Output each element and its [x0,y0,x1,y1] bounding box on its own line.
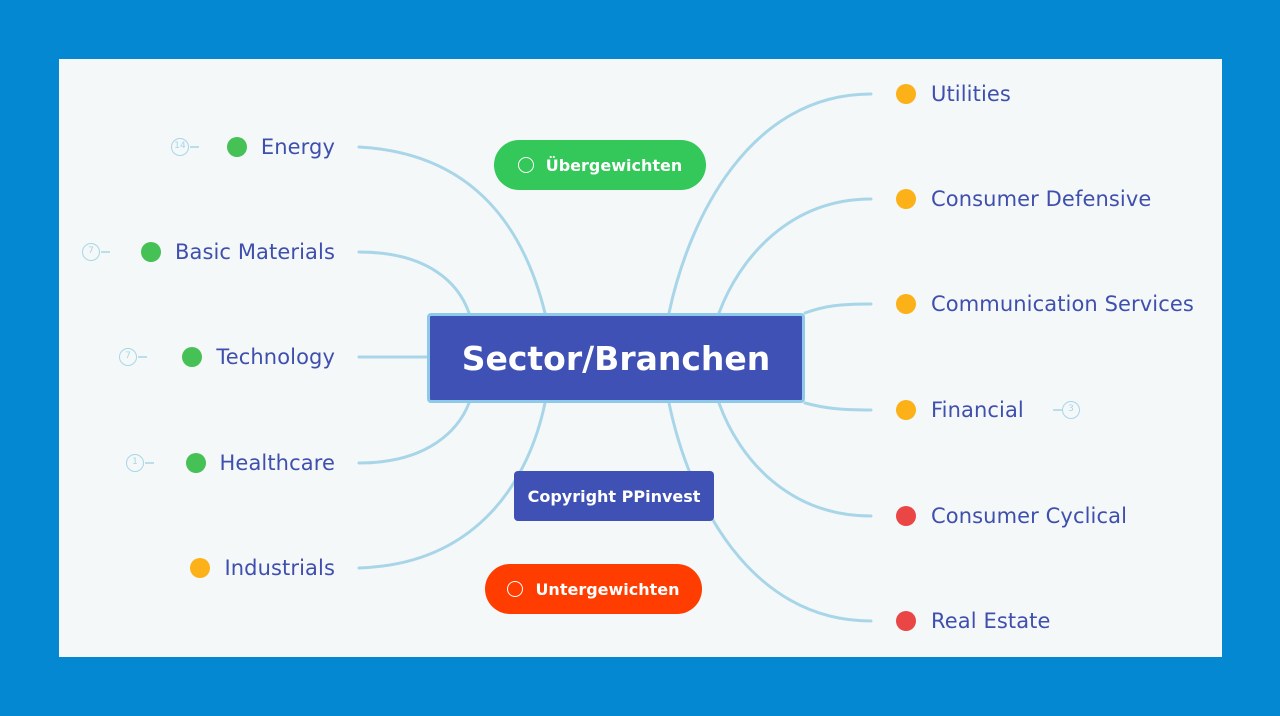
sector-node-financial[interactable]: Financial [896,395,1024,425]
count-badge[interactable]: 7 [82,243,100,261]
sector-node-communication-services[interactable]: Communication Services [896,289,1194,319]
connector-healthcare [357,401,471,465]
mindmap-canvas: Sector/Branchen Übergewichten Untergewic… [59,59,1222,657]
connector-basic-materials [357,250,471,315]
status-dot-green [185,453,206,473]
sector-label: Energy [260,135,335,159]
circle-icon [507,581,524,597]
sector-label: Basic Materials [174,240,335,264]
sector-label: Financial [931,398,1024,422]
sector-node-basic-materials[interactable]: Basic Materials [140,237,335,267]
status-dot-red [896,506,916,526]
count-badge[interactable]: 3 [1062,401,1080,419]
connector-communication-services [803,302,873,315]
overweight-label: Übergewichten [545,155,683,175]
sector-label: Consumer Cyclical [931,504,1128,528]
sector-node-real-estate[interactable]: Real Estate [896,606,1051,636]
sector-label: Industrials [224,556,335,580]
underweight-legend[interactable]: Untergewichten [485,564,702,614]
count-badge[interactable]: 14 [171,138,189,156]
count-badge[interactable]: 7 [119,348,137,366]
overweight-legend[interactable]: Übergewichten [494,140,706,190]
status-dot-green [182,347,203,367]
connector-consumer-cyclical [717,401,873,518]
connector-industrials [357,401,547,570]
status-dot-orange [896,400,916,420]
copyright-label: Copyright PPinvest [527,486,701,506]
count-badge[interactable]: 1 [126,454,144,472]
sector-label: Real Estate [931,609,1051,633]
copyright-box: Copyright PPinvest [514,471,714,521]
status-dot-orange [190,558,211,578]
sector-node-technology[interactable]: Technology [182,342,335,372]
connector-utilities [667,92,873,315]
sector-node-healthcare[interactable]: Healthcare [185,448,335,478]
status-dot-orange [896,189,916,209]
status-dot-orange [896,84,916,104]
sector-label: Healthcare [219,451,335,475]
connector-real-estate [667,401,873,623]
central-topic[interactable]: Sector/Branchen [427,313,805,403]
connector-consumer-defensive [717,197,873,315]
sector-node-consumer-cyclical[interactable]: Consumer Cyclical [896,501,1127,531]
status-dot-green [140,242,161,262]
connector-energy [357,145,547,315]
sector-node-energy[interactable]: Energy [226,132,335,162]
sector-label: Technology [216,345,335,369]
status-dot-red [896,611,916,631]
circle-icon [517,157,534,173]
status-dot-green [226,137,247,157]
sector-label: Utilities [931,82,1011,106]
sector-label: Consumer Defensive [931,187,1152,211]
sector-label: Communication Services [931,292,1194,316]
underweight-label: Untergewichten [535,579,680,599]
status-dot-orange [896,294,916,314]
connector-financial [803,401,873,412]
sector-node-industrials[interactable]: Industrials [190,553,335,583]
central-topic-label: Sector/Branchen [461,338,771,378]
sector-node-consumer-defensive[interactable]: Consumer Defensive [896,184,1151,214]
sector-node-utilities[interactable]: Utilities [896,79,1011,109]
connector-lines [101,92,1062,623]
